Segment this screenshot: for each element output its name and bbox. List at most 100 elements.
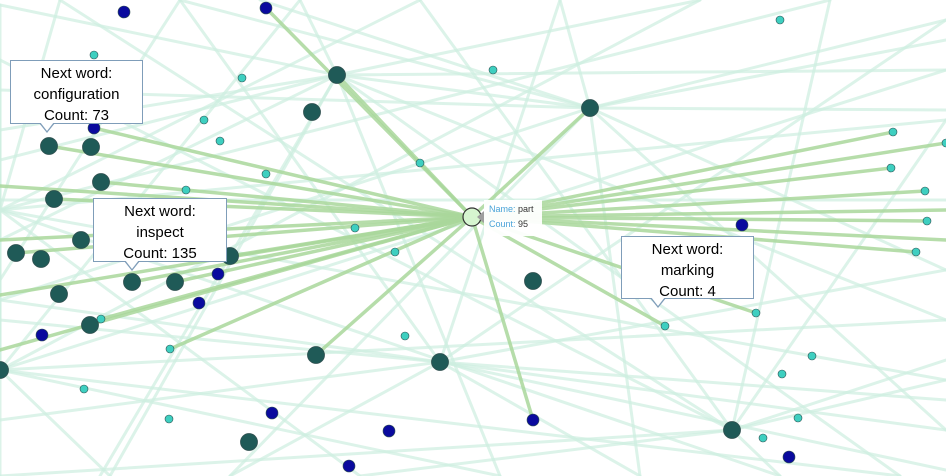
node-small[interactable]: [751, 308, 761, 318]
callout-title: Next word:: [40, 65, 113, 82]
node-small[interactable]: [888, 127, 898, 137]
node-small[interactable]: [777, 369, 787, 379]
node-small[interactable]: [793, 413, 803, 423]
callout-word: marking: [660, 262, 715, 279]
node-small[interactable]: [215, 136, 225, 146]
node-small[interactable]: [350, 223, 360, 233]
node-medium[interactable]: [382, 424, 396, 438]
node-small[interactable]: [237, 73, 247, 83]
node-small[interactable]: [261, 169, 271, 179]
faint-edge: [178, 0, 592, 110]
faint-edge: [588, 106, 642, 476]
node-small[interactable]: [758, 433, 768, 443]
node-small[interactable]: [390, 247, 400, 257]
node-large[interactable]: [307, 346, 325, 364]
node-large[interactable]: [581, 99, 599, 117]
faint-edge: [228, 360, 442, 476]
faint-edge: [0, 318, 442, 364]
faint-edge: [0, 368, 112, 476]
node-small[interactable]: [920, 186, 930, 196]
node-small[interactable]: [886, 163, 896, 173]
node-large[interactable]: [72, 231, 90, 249]
faint-edge: [558, 0, 592, 110]
faint-edge: [0, 428, 734, 476]
faint-edge: [258, 0, 592, 110]
node-small[interactable]: [165, 344, 175, 354]
node-large[interactable]: [81, 316, 99, 334]
faint-edge: [730, 0, 832, 432]
node-small[interactable]: [415, 158, 425, 168]
node-large[interactable]: [7, 244, 25, 262]
node-small[interactable]: [400, 331, 410, 341]
faint-edge: [730, 428, 782, 476]
node-small[interactable]: [807, 351, 817, 361]
node-large[interactable]: [32, 250, 50, 268]
strong-edge: [173, 215, 474, 284]
tooltip-name-key: Name:: [489, 204, 516, 214]
faint-edge: [438, 268, 946, 364]
node-small[interactable]: [922, 216, 932, 226]
faint-edge: [438, 360, 946, 472]
faint-edge: [335, 0, 702, 77]
node-large[interactable]: [328, 66, 346, 84]
faint-edge: [0, 298, 442, 364]
node-small[interactable]: [488, 65, 498, 75]
strong-edge: [470, 141, 946, 219]
faint-edge: [588, 106, 946, 272]
callout-title: Next word:: [651, 241, 724, 258]
node-large[interactable]: [50, 285, 68, 303]
node-medium[interactable]: [211, 267, 225, 281]
tooltip-name-row: Name: part: [489, 202, 537, 217]
node-large[interactable]: [82, 138, 100, 156]
node-small[interactable]: [181, 185, 191, 195]
node-small[interactable]: [199, 115, 209, 125]
node-small[interactable]: [164, 414, 174, 424]
node-large[interactable]: [40, 137, 58, 155]
tooltip-name-value: part: [518, 204, 534, 214]
faint-edge: [730, 118, 946, 432]
faint-edge: [0, 368, 902, 476]
node-small[interactable]: [79, 384, 89, 394]
node-large[interactable]: [0, 361, 9, 379]
callout-word: inspect: [136, 224, 184, 241]
faint-edge: [438, 360, 946, 432]
node-large[interactable]: [431, 353, 449, 371]
node-medium[interactable]: [342, 459, 356, 473]
faint-edge: [438, 0, 562, 364]
node-small[interactable]: [775, 15, 785, 25]
faint-edge: [0, 0, 832, 212]
faint-edge: [335, 68, 946, 77]
node-large[interactable]: [45, 190, 63, 208]
node-medium[interactable]: [526, 413, 540, 427]
faint-edge: [438, 360, 946, 402]
node-medium[interactable]: [265, 406, 279, 420]
node-small[interactable]: [911, 247, 921, 257]
node-medium[interactable]: [117, 5, 131, 19]
node-large[interactable]: [524, 272, 542, 290]
strong-edge: [470, 215, 918, 254]
strong-edge: [314, 215, 474, 357]
faint-edge: [730, 378, 946, 432]
node-medium[interactable]: [35, 328, 49, 342]
node-large[interactable]: [92, 173, 110, 191]
faint-edge: [0, 73, 339, 242]
node-medium[interactable]: [192, 296, 206, 310]
node-large[interactable]: [123, 273, 141, 291]
node-medium[interactable]: [735, 218, 749, 232]
faint-edge: [438, 360, 642, 476]
node-large[interactable]: [166, 273, 184, 291]
node-large[interactable]: [303, 103, 321, 121]
node-medium[interactable]: [782, 450, 796, 464]
callout-inspect: Next word: inspect Count: 135: [93, 198, 227, 271]
node-small[interactable]: [89, 50, 99, 60]
faint-edge: [228, 106, 592, 476]
node-medium[interactable]: [259, 1, 273, 15]
node-small[interactable]: [96, 314, 106, 324]
faint-edge: [588, 18, 946, 110]
node-large[interactable]: [240, 433, 258, 451]
faint-edge: [358, 428, 734, 476]
node-small[interactable]: [660, 321, 670, 331]
node-small[interactable]: [941, 138, 946, 148]
node-large[interactable]: [723, 421, 741, 439]
